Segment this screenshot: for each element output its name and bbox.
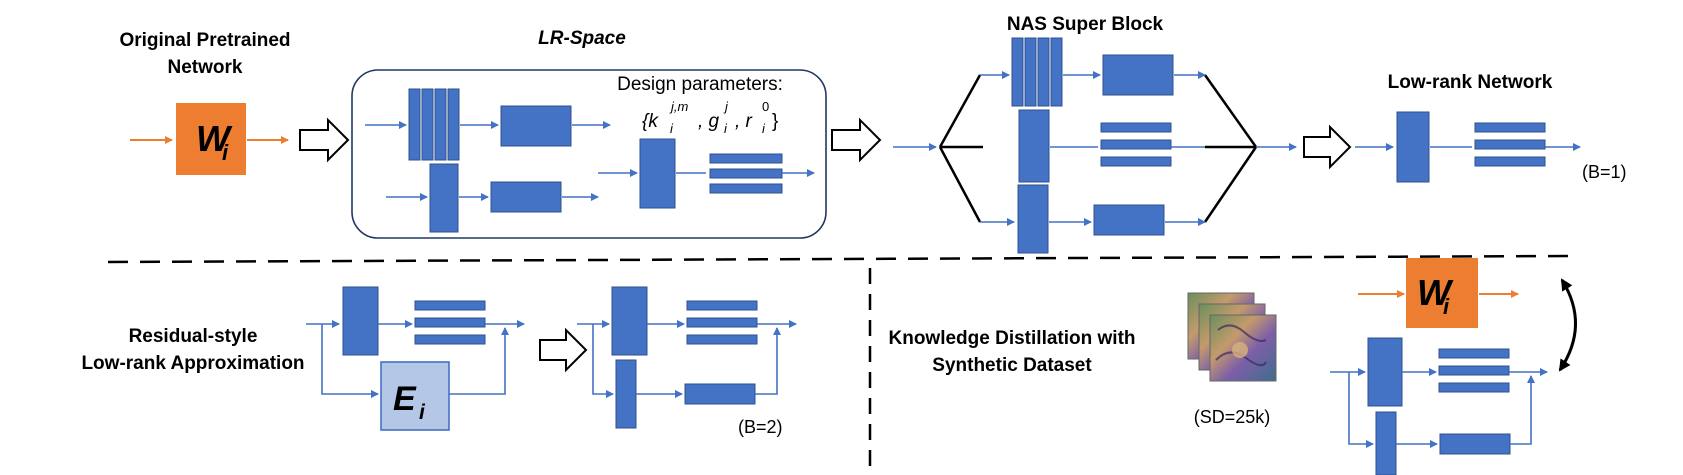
low-rank-batch-note: (B=1) xyxy=(1582,162,1627,182)
low-rank-tall-block xyxy=(1396,111,1430,183)
kd-label-line1: Knowledge Distillation with xyxy=(889,328,1136,349)
nas-super-block-title: NAS Super Block xyxy=(1007,14,1164,35)
lr-thin-bar xyxy=(434,88,447,161)
transition-arrow-1 xyxy=(299,117,350,163)
original-network-title-line2: Network xyxy=(168,57,243,78)
transition-arrow-4 xyxy=(539,327,588,373)
error-letter: E xyxy=(393,380,417,418)
design-parameters-label: Design parameters: xyxy=(617,74,783,95)
nas-fan-line xyxy=(938,146,982,223)
student-stacked-bar xyxy=(1438,365,1510,376)
low-rank-stacked-bar xyxy=(1474,156,1546,167)
student-merge-path xyxy=(1510,375,1535,445)
residual-stacked-bar xyxy=(686,300,758,311)
original-weight-subscript: i xyxy=(222,140,229,165)
residual-tall-block xyxy=(611,286,648,356)
formula-r-sub: i xyxy=(762,121,766,136)
low-rank-stacked-bar xyxy=(1474,139,1546,150)
original-network-title-line1: Original Pretrained xyxy=(119,30,290,51)
synthetic-texture xyxy=(1232,342,1248,358)
nas-tall-block xyxy=(1017,184,1049,254)
horizontal-dashed-divider xyxy=(107,254,1569,264)
lr-wide-block xyxy=(490,181,562,213)
lr-space-box xyxy=(351,69,827,239)
nas-thin-bar xyxy=(1011,37,1024,107)
teacher-weight-block xyxy=(1406,258,1478,328)
residual-stacked-bar xyxy=(686,317,758,328)
nas-fan-line xyxy=(1203,74,1258,148)
nas-thin-bar xyxy=(1050,37,1063,107)
residual-stacked-bar xyxy=(414,334,486,345)
lr-space-title: LR-Space xyxy=(538,28,626,49)
synthetic-image-stack xyxy=(1187,292,1277,382)
nas-stacked-bar xyxy=(1100,122,1172,133)
formula-close: } xyxy=(772,111,778,132)
student-thin-block xyxy=(1375,411,1397,475)
original-weight-letter: W xyxy=(196,118,233,159)
formula-k: {k xyxy=(642,111,659,132)
teacher-weight-subscript: i xyxy=(1443,294,1450,319)
original-weight-block xyxy=(176,103,246,175)
lr-tall-block xyxy=(429,163,459,233)
student-skip-path xyxy=(1348,372,1374,448)
residual-wide-block xyxy=(684,383,756,405)
error-subscript: i xyxy=(419,401,426,424)
synthetic-texture xyxy=(1215,324,1267,367)
dataset-size-note: (SD=25k) xyxy=(1194,407,1271,427)
lr-thin-bar xyxy=(447,88,460,161)
nas-thin-bar xyxy=(1037,37,1050,107)
formula-r-sup: 0 xyxy=(762,99,769,114)
formula-r: , r xyxy=(735,111,753,132)
lr-wide-block xyxy=(500,105,572,147)
nas-thin-bar xyxy=(1024,37,1037,107)
residual-merge-path xyxy=(755,327,781,395)
formula-g-sup: j xyxy=(723,99,729,114)
lr-stacked-bar xyxy=(709,168,783,179)
formula-g-sub: i xyxy=(724,121,728,136)
residual-tall-block xyxy=(342,286,379,356)
residual-batch-note: (B=2) xyxy=(738,417,783,437)
distillation-double-arrow xyxy=(1558,278,1577,372)
nas-wide-block xyxy=(1093,204,1165,236)
low-rank-stacked-bar xyxy=(1474,122,1546,133)
student-tall-block xyxy=(1367,337,1403,407)
lr-thin-bar xyxy=(421,88,434,161)
residual-stacked-bar xyxy=(414,300,486,311)
nas-fan-line xyxy=(938,74,982,148)
lr-thin-bar xyxy=(408,88,421,161)
nas-stacked-bar xyxy=(1100,156,1172,167)
residual-stacked-bar xyxy=(414,317,486,328)
low-rank-network-title: Low-rank Network xyxy=(1388,72,1553,93)
student-stacked-bar xyxy=(1438,348,1510,359)
student-wide-block xyxy=(1439,433,1511,455)
residual-skip-path xyxy=(321,324,379,398)
student-stacked-bar xyxy=(1438,382,1510,393)
formula-k-sup: j,m xyxy=(669,99,689,114)
formula-k-sub: i xyxy=(670,121,674,136)
transition-arrow-2 xyxy=(831,117,882,163)
lr-stacked-bar xyxy=(709,153,783,164)
teacher-weight-letter: W xyxy=(1417,272,1454,313)
residual-skip-path xyxy=(592,324,614,398)
residual-stacked-bar xyxy=(686,334,758,345)
residual-thin-block xyxy=(615,359,637,429)
transition-arrow-3 xyxy=(1303,124,1352,170)
nas-wide-block xyxy=(1102,54,1174,96)
kd-label-line2: Synthetic Dataset xyxy=(932,355,1092,376)
lr-tall-block xyxy=(639,138,676,209)
residual-merge-path xyxy=(449,327,509,395)
design-parameters-formula: {k j,m i , g j i , r 0 i } xyxy=(642,99,778,136)
formula-g: , g xyxy=(698,111,720,132)
nas-fan-line xyxy=(1203,146,1258,223)
error-block xyxy=(380,361,450,431)
nas-tall-block xyxy=(1018,109,1050,183)
residual-label-line2: Low-rank Approximation xyxy=(81,353,304,374)
residual-label-line1: Residual-style xyxy=(129,326,258,347)
lr-stacked-bar xyxy=(709,183,783,194)
nas-stacked-bar xyxy=(1100,139,1172,150)
